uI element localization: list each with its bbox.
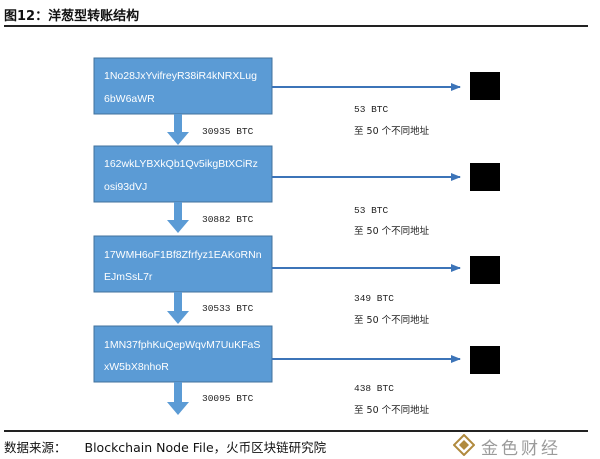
- recipient-block-1: [470, 72, 500, 100]
- watermark-text: 金色财经: [481, 439, 561, 459]
- source-label: 数据来源：: [4, 440, 67, 455]
- address-4-line-2: xW5bX8nhoR: [104, 361, 169, 373]
- side-note-4: 至 50 个不同地址: [354, 404, 430, 416]
- address-box-2: [93, 145, 273, 203]
- source-line: 数据来源： Blockchain Node File，火币区块链研究院: [4, 437, 326, 456]
- address-box-1: [93, 57, 273, 115]
- watermark-logo-icon: [453, 434, 475, 456]
- address-box-3: [93, 235, 273, 293]
- side-amount-3: 349 BTC: [354, 293, 394, 304]
- forward-amount-1: 30935 BTC: [202, 126, 254, 137]
- address-2-line-2: osi93dVJ: [104, 181, 147, 193]
- side-amount-4: 438 BTC: [354, 383, 394, 394]
- title-rule: [4, 25, 588, 27]
- side-amount-2: 53 BTC: [354, 205, 389, 216]
- down-arrow-2: [167, 202, 189, 233]
- watermark: 金色财经: [447, 431, 597, 459]
- address-2-line-1: 162wkLYBXkQb1Qv5ikgBtXCiRz: [104, 158, 258, 170]
- address-node-1: 1No28JxYvifreyR38iR4kNRXLug 6bW6aWR: [93, 57, 273, 115]
- address-4-line-1: 1MN37fphKuQepWqvM7UuKFaS: [104, 339, 260, 351]
- side-note-2: 至 50 个不同地址: [354, 225, 430, 237]
- forward-amount-3: 30533 BTC: [202, 303, 254, 314]
- address-3-line-1: 17WMH6oF1Bf8Zfrfyz1EAKoRNn: [104, 249, 262, 261]
- down-arrow-1: [167, 114, 189, 145]
- address-box-4: [93, 325, 273, 383]
- recipient-block-2: [470, 163, 500, 191]
- address-node-4: 1MN37fphKuQepWqvM7UuKFaS xW5bX8nhoR: [93, 325, 273, 383]
- recipient-block-4: [470, 346, 500, 374]
- forward-amount-2: 30882 BTC: [202, 214, 254, 225]
- forward-amount-4: 30095 BTC: [202, 393, 254, 404]
- down-arrow-4: [167, 382, 189, 415]
- address-node-3: 17WMH6oF1Bf8Zfrfyz1EAKoRNn EJmSsL7r: [93, 235, 273, 293]
- source-rule: [4, 430, 588, 432]
- source-text: Blockchain Node File，火币区块链研究院: [84, 440, 327, 455]
- side-amount-1: 53 BTC: [354, 104, 389, 115]
- side-note-3: 至 50 个不同地址: [354, 314, 430, 326]
- figure-title: 图12：洋葱型转账结构: [4, 9, 140, 24]
- address-3-line-2: EJmSsL7r: [104, 271, 153, 283]
- address-1-line-1: 1No28JxYvifreyR38iR4kNRXLug: [104, 70, 257, 82]
- side-note-1: 至 50 个不同地址: [354, 125, 430, 137]
- recipient-block-3: [470, 256, 500, 284]
- address-node-2: 162wkLYBXkQb1Qv5ikgBtXCiRz osi93dVJ: [93, 145, 273, 203]
- down-arrow-3: [167, 292, 189, 324]
- address-1-line-2: 6bW6aWR: [104, 93, 155, 105]
